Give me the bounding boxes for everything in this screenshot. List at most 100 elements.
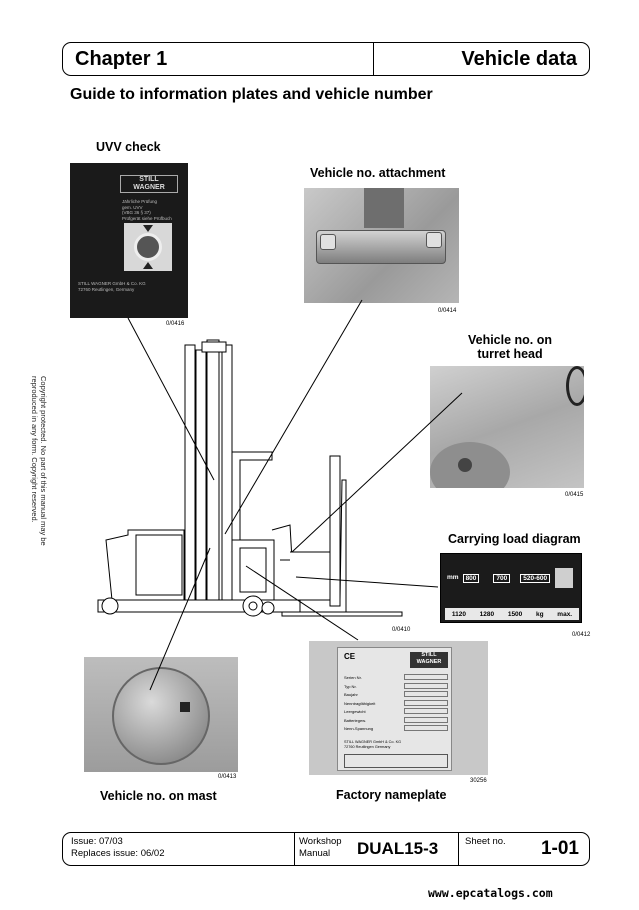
chassis-panel [135,534,183,596]
seat-back [271,524,293,561]
forklift-icon [555,568,573,588]
wheel-small [261,601,275,615]
ref-nameplate: 30256 [470,778,487,784]
bolt-hole-icon [458,458,472,472]
fork-tine [281,611,403,617]
nameplate-field-box [404,691,448,697]
attachment-bracket [364,188,404,228]
uvv-stamp-icon [134,233,162,261]
overhead-guard [232,451,273,540]
mast-photo [84,657,238,772]
nameplate-field-box [404,682,448,689]
load-kg-unit: kg [536,610,544,618]
footer-manual: Manual [299,848,331,859]
mast-rail-outer [221,344,233,611]
footer-issue: Issue: 07/03 Replaces issue: 06/02 [63,833,295,865]
nameplate-field-box [404,674,448,680]
uvv-inspection-sticker [124,223,172,271]
nameplate-field-row: Serien Nr. [344,674,448,683]
uvv-text-2: gem. UVV [122,204,143,210]
mast-rail-right [206,339,220,611]
leader-nameplate [245,565,359,641]
leader-uvv [127,317,215,481]
nameplate-voltage-box [344,754,448,768]
nameplate-field-label: Nenntragfähigkeit [344,700,376,706]
nameplate-field-box [404,725,448,731]
ref-uvv: 0/0416 [166,321,185,327]
label-turret-head-line2: turret head [477,347,543,361]
nameplate-field-label: Leergewicht [344,709,366,714]
operator-cabin [231,539,275,601]
nameplate-brand-logo: STILL WAGNER [410,652,448,668]
footer-replaces: Replaces issue: 06/02 [71,848,165,859]
load-diagram-row2: 1120 1280 1500 kg max. [445,608,579,620]
nameplate-field-box [404,716,448,723]
load-unit: mm [447,574,459,581]
arrow-up-icon [143,262,153,269]
nameplate-field-label: Nenn-Spannung [344,726,374,731]
nameplate-plate: CE STILL WAGNER Serien Nr. Typ Nr. Baujahr… [337,647,452,771]
chapter-header: Chapter 1 Vehicle data [62,42,590,76]
chassis-rear [105,529,185,601]
cable-icon [566,366,584,406]
load-kg-2: 1280 [479,610,495,618]
mast-marker [180,702,190,712]
mast-disc [112,667,210,765]
load-dist-3: 520-600 [520,574,551,583]
nameplate-brand-2: WAGNER [416,659,442,665]
nameplate-field-row: Typ Nr. [344,682,448,692]
uvv-footer-1: STILL WAGNER GmbH & Co. KG [78,281,146,286]
footer-workshop: Workshop [299,836,342,847]
mast-rail-mid [195,349,207,611]
wheel-drive [242,595,264,617]
label-turret-head: Vehicle no. on turret head [455,333,565,361]
ref-mast: 0/0413 [218,774,237,780]
nameplate-brand-1: STILL [421,652,437,658]
page-subtitle: Guide to information plates and vehicle … [70,86,433,103]
copyright-note: Copyright protected. No part of this man… [30,376,48,546]
footer-sheet-number: 1-01 [540,838,579,859]
load-kg-3: 1500 [507,610,523,618]
footer-model: DUAL15-3 [355,833,459,865]
turret-mast [329,455,341,607]
ref-truck: 0/0410 [392,627,411,633]
ce-mark: CE [344,652,356,661]
ref-load: 0/0412 [572,632,591,638]
chassis-base [97,599,301,613]
nameplate-footer-1: STILL WAGNER GmbH & Co. KG [344,740,402,744]
footer-sheet-label: Sheet no. [465,836,506,847]
attachment-photo [304,188,459,303]
nameplate-photo: CE STILL WAGNER Serien Nr. Typ Nr. Baujahr… [309,641,488,775]
nameplate-field-label: Baujahr [344,692,358,697]
nameplate-field-row: Batteriegew. [344,716,448,726]
bolt-icon [426,232,442,248]
chapter-title: Chapter 1 [63,43,374,75]
uvv-brand-1: STILL [139,176,159,183]
uvv-brand-2: WAGNER [133,184,165,191]
mast-rail-left [184,344,196,611]
uvv-text-block: Jährliche Prüfung gem. UVV (VBG 36 § 37)… [122,199,172,221]
uvv-text-4: Prüfgerät siehe Prüfbuch [122,215,172,221]
turret-head-photo [430,366,584,488]
load-kg-1: 1120 [451,610,466,618]
nameplate-footer-2: 72760 Reutlingen Germany [344,745,391,749]
nameplate-footer: STILL WAGNER GmbH & Co. KG 72760 Reutlin… [344,740,401,750]
wheel-hub [248,601,258,611]
label-nameplate: Factory nameplate [336,788,447,802]
nameplate-field-row: Leergewicht [344,708,448,717]
nameplate-field-label: Typ Nr. [344,683,357,689]
uvv-text-3: (VBG 36 § 37) [122,210,151,215]
arrow-down-icon [143,225,153,232]
nameplate-field-box [404,708,448,714]
load-dist-2: 700 [493,574,511,583]
uvv-footer-text: STILL WAGNER GmbH & Co. KG 72760 Reutlin… [78,281,146,293]
website-link[interactable]: www.epcatalogs.com [428,886,553,900]
leader-attachment [224,299,363,535]
fork-upright [339,479,347,614]
load-diagram-row1: mm 800 700 520-600 [447,574,551,583]
nameplate-field-label: Serien Nr. [344,675,362,680]
turret-head [290,551,331,601]
label-mast: Vehicle no. on mast [100,789,217,803]
uvv-plate-photo: STILL WAGNER Jährliche Prüfung gem. UVV … [70,163,188,318]
load-diagram-photo: mm 800 700 520-600 1120 1280 1500 kg max… [440,553,582,623]
